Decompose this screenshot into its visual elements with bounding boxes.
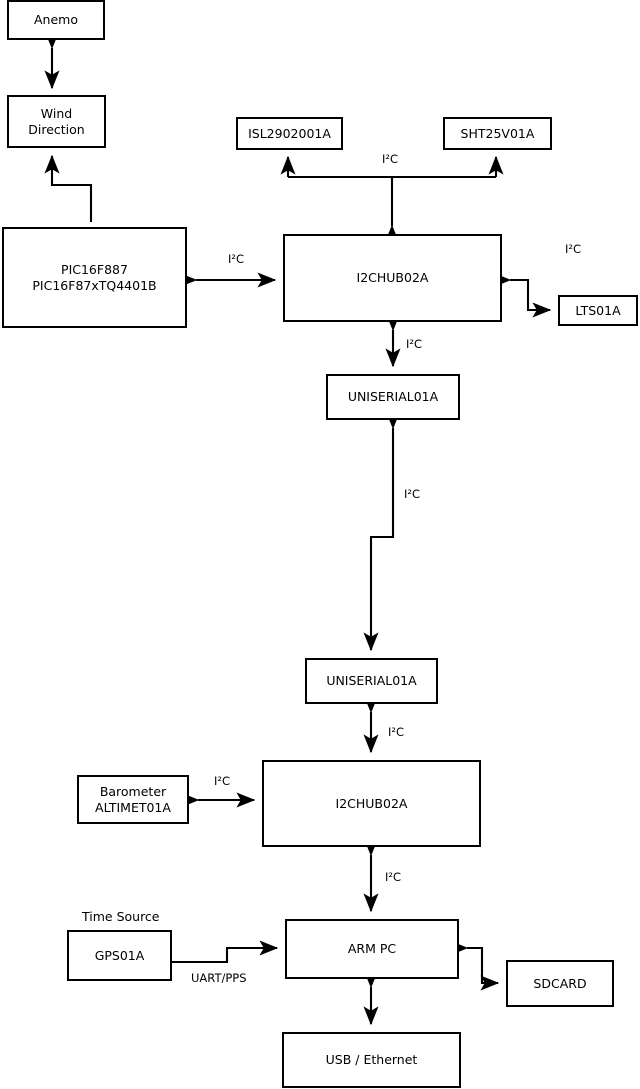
edge-label-i2c-hub-uniserial: I²C: [406, 337, 423, 351]
edge-label-i2c-uniserial-link: I²C: [404, 487, 421, 501]
node-isl2902001a[interactable]: ISL2902001A: [236, 117, 343, 150]
node-uniserial01a-bottom-label: UNISERIAL01A: [326, 673, 417, 688]
node-i2chub02a-top[interactable]: I2CHUB02A: [283, 234, 502, 322]
node-i2chub02a-bottom-label: I2CHUB02A: [335, 795, 408, 811]
edge-label-i2c-uniserial-hub2: I²C: [388, 725, 405, 739]
node-anemo[interactable]: Anemo: [7, 0, 105, 40]
node-barometer-altimet01a-label: Barometer ALTIMET01A: [95, 783, 171, 815]
edge-hub-lts: [492, 272, 552, 318]
node-wind-direction-label: Wind Direction: [28, 105, 85, 137]
node-pic-mcu-label: PIC16F887 PIC16F87xTQ4401B: [32, 261, 157, 293]
node-gps01a[interactable]: GPS01A: [67, 930, 172, 981]
edge-label-i2c-hub-sensors: I²C: [382, 152, 399, 166]
node-i2chub02a-bottom[interactable]: I2CHUB02A: [262, 760, 481, 847]
node-usb-ethernet-label: USB / Ethernet: [325, 1052, 418, 1067]
node-arm-pc[interactable]: ARM PC: [285, 919, 459, 979]
node-i2chub02a-top-label: I2CHUB02A: [356, 270, 429, 285]
node-gps01a-label: GPS01A: [94, 947, 145, 963]
node-isl2902001a-label: ISL2902001A: [248, 125, 331, 141]
edge-gps-armpc: [172, 940, 279, 964]
node-sdcard[interactable]: SDCARD: [506, 960, 614, 1007]
node-anemo-label: Anemo: [34, 12, 78, 27]
node-uniserial01a-top[interactable]: UNISERIAL01A: [326, 374, 460, 420]
edge-label-i2c-hub-lts: I²C: [565, 242, 582, 256]
node-pic-mcu[interactable]: PIC16F887 PIC16F87xTQ4401B: [2, 227, 187, 328]
node-wind-direction[interactable]: Wind Direction: [7, 95, 106, 148]
label-time-source: Time Source: [82, 909, 160, 924]
node-uniserial01a-top-label: UNISERIAL01A: [347, 389, 439, 404]
edge-armpc-sdcard: [449, 940, 500, 991]
edge-label-i2c-barometer-hub2: I²C: [214, 774, 231, 788]
node-sht25v01a[interactable]: SHT25V01A: [443, 117, 552, 150]
node-sht25v01a-label: SHT25V01A: [460, 125, 535, 141]
node-sdcard-label: SDCARD: [533, 975, 587, 991]
node-barometer-altimet01a[interactable]: Barometer ALTIMET01A: [77, 775, 189, 824]
node-usb-ethernet[interactable]: USB / Ethernet: [282, 1032, 461, 1088]
node-lts01a[interactable]: LTS01A: [558, 295, 638, 326]
node-uniserial01a-bottom[interactable]: UNISERIAL01A: [305, 658, 438, 704]
node-arm-pc-label: ARM PC: [347, 941, 397, 956]
edge-label-uart-pps: UART/PPS: [191, 971, 247, 985]
edge-pic-wind: [44, 154, 93, 222]
edge-label-i2c-pic-hub: I²C: [228, 252, 245, 266]
edge-uniserial-link: [363, 410, 401, 652]
node-lts01a-label: LTS01A: [575, 302, 621, 318]
edge-label-i2c-hub2-armpc: I²C: [385, 870, 402, 884]
